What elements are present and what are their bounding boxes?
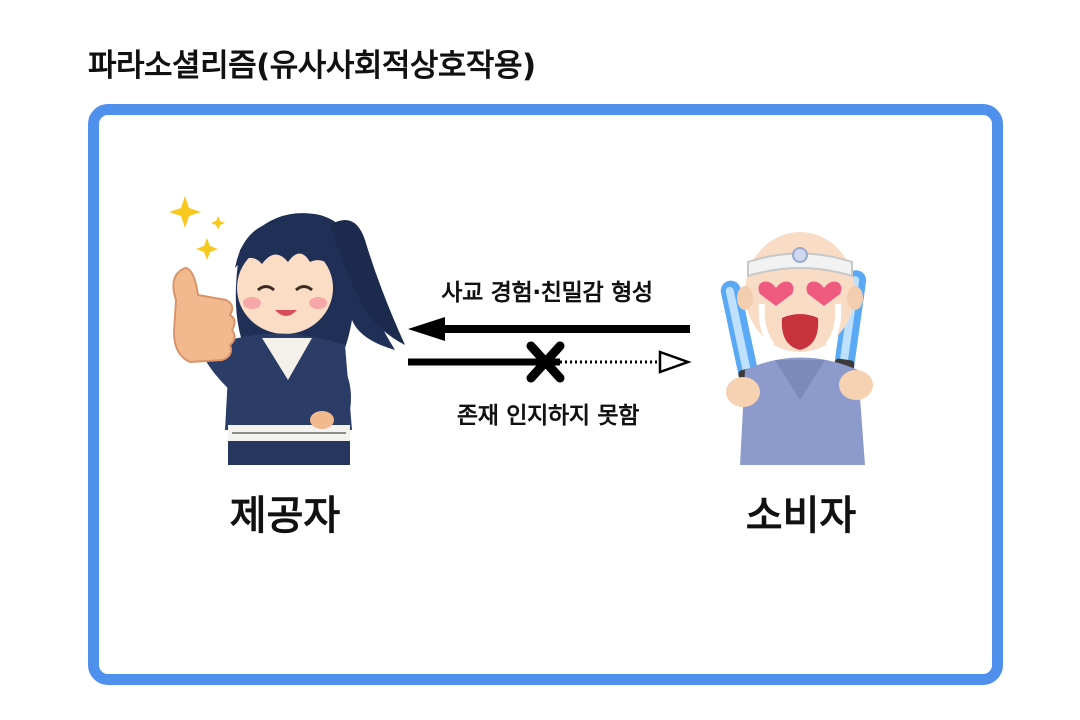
- ninja-thumbs-up-icon: [169, 196, 405, 465]
- edge-social-experience-arrow: [408, 317, 690, 341]
- edge-not-recognized-arrow: [408, 350, 692, 374]
- page-title: 파라소셜리즘(유사사회적상호작용): [88, 48, 536, 84]
- edge-label-social-experience: 사교 경험·친밀감 형성: [441, 280, 653, 306]
- fan-with-glowsticks-icon: [720, 232, 873, 465]
- node-label-provider: 제공자: [229, 493, 341, 539]
- edge-label-not-recognized: 존재 인지하지 못함: [456, 403, 640, 429]
- blocked-x-icon: [526, 341, 565, 383]
- node-label-consumer: 소비자: [745, 493, 857, 539]
